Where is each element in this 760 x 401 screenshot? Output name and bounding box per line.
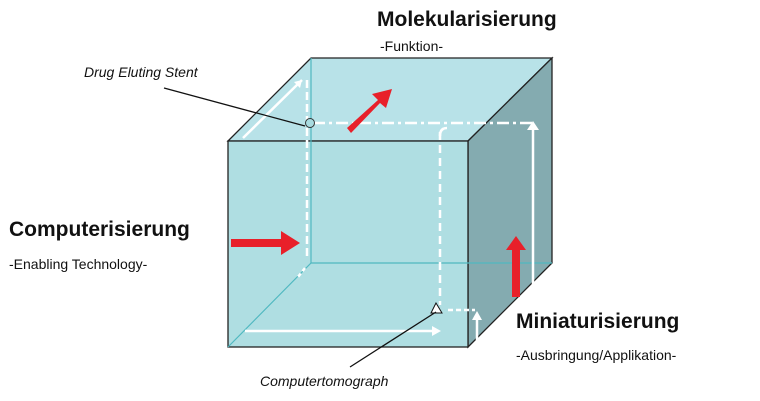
ct-marker: [430, 301, 443, 314]
molekularisierung-title: Molekularisierung: [377, 8, 557, 31]
red-arrows: [231, 89, 526, 297]
computerisierung-subtitle: -Enabling Technology-: [9, 256, 148, 272]
ct-leader: [349, 311, 437, 368]
arrow-miniaturisierung: [506, 236, 526, 297]
stent-leader: [163, 87, 306, 127]
arrow-molekularisierung: [347, 89, 392, 133]
molekularisierung-subtitle: -Funktion-: [380, 38, 444, 54]
stent-label: Drug Eluting Stent: [84, 64, 198, 80]
ct-label: Computertomograph: [260, 373, 389, 389]
stent-marker: [305, 118, 315, 128]
development-paths: [242, 79, 539, 340]
inner-edges: [227, 58, 552, 348]
miniaturisierung-title: Miniaturisierung: [516, 310, 680, 333]
miniaturisierung-subtitle: -Ausbringung/Applikation-: [516, 347, 677, 363]
arrow-computerisierung: [231, 231, 300, 255]
computerisierung-title: Computerisierung: [9, 218, 190, 241]
